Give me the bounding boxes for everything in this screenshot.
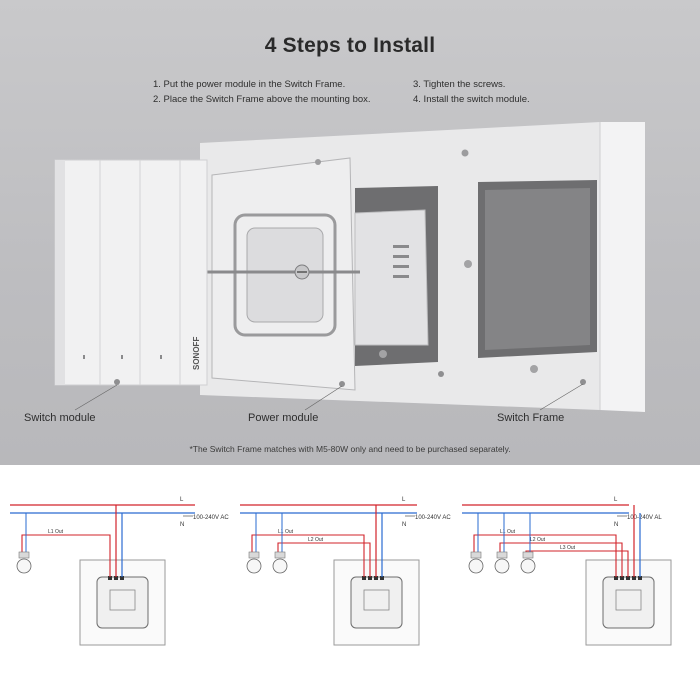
brand-logo: SONOFF — [192, 337, 201, 370]
bulb-icon — [520, 558, 536, 574]
terminal — [108, 576, 112, 580]
bulb-base — [470, 551, 482, 559]
compatibility-note: *The Switch Frame matches with M5-80W on… — [189, 444, 511, 454]
bulb-base — [248, 551, 260, 559]
supply-label: 100-240V AL — [627, 515, 662, 521]
output-label: L2 Out — [530, 537, 546, 543]
line-label: L — [180, 497, 184, 503]
wiring-diagram-3: L N 100-240V AL L1 Out L2 Out L3 Out — [462, 497, 672, 646]
device-core — [615, 589, 642, 611]
wiring-diagram-2: L N 100-240V AC L1 Out L2 Out — [240, 497, 451, 646]
output-wire — [21, 534, 111, 577]
supply-label: 100-240V AC — [193, 515, 229, 521]
bulb-base — [522, 551, 534, 559]
bulb-icon — [468, 558, 484, 574]
step-2: 2. Place the Switch Frame above the moun… — [153, 94, 371, 105]
switch-frame-leader — [539, 383, 584, 411]
power-module — [354, 209, 429, 346]
output-wire — [525, 550, 629, 577]
switch-module-label: Switch module — [24, 412, 96, 424]
output-wire — [277, 542, 371, 577]
device-body — [602, 576, 655, 629]
terminal — [114, 576, 118, 580]
switch-module — [54, 159, 208, 386]
bulb-base — [274, 551, 286, 559]
output-label: L1 Out — [48, 529, 64, 535]
output-label: L1 Out — [278, 529, 294, 535]
step-1: 1. Put the power module in the Switch Fr… — [153, 79, 346, 90]
switch-frame-label: Switch Frame — [497, 412, 565, 424]
terminal — [614, 576, 618, 580]
mounting-plate — [205, 157, 360, 391]
device-body — [350, 576, 403, 629]
terminal — [362, 576, 366, 580]
bulb-icon — [494, 558, 510, 574]
output-wire — [473, 534, 617, 577]
page-title: 4 Steps to Install — [264, 34, 436, 57]
supply-label: 100-240V AC — [415, 515, 451, 521]
output-wire — [251, 534, 365, 577]
wiring-diagrams: L N 100-240V AC L1 Out L N 100-240V AC L1 OutL2… — [10, 497, 672, 646]
terminal — [620, 576, 624, 580]
step-3: 3. Tighten the screws. — [413, 79, 506, 90]
line-label: L — [614, 497, 618, 503]
power-module-label: Power module — [248, 412, 319, 424]
step-4: 4. Install the switch module. — [413, 94, 530, 105]
wiring-diagram-1: L N 100-240V AC L1 Out — [10, 497, 229, 646]
terminal — [626, 576, 630, 580]
device-core — [109, 589, 136, 611]
bulb-icon — [272, 558, 288, 574]
terminal — [380, 576, 384, 580]
bulb-icon — [246, 558, 262, 574]
install-illustration: SONOFF — [54, 122, 645, 412]
terminal — [120, 576, 124, 580]
terminal — [632, 576, 636, 580]
output-label: L1 Out — [500, 529, 516, 535]
line-label: L — [402, 497, 406, 503]
bulb-icon — [16, 558, 32, 574]
device-body — [96, 576, 149, 629]
switch-module-leader — [74, 384, 118, 411]
neutral-label: N — [614, 522, 618, 528]
neutral-label: N — [402, 522, 406, 528]
output-label: L3 Out — [560, 545, 576, 551]
power-module-leader — [304, 385, 343, 411]
neutral-label: N — [180, 522, 184, 528]
bulb-base — [18, 551, 30, 559]
terminal — [638, 576, 642, 580]
bulb-base — [496, 551, 508, 559]
device-core — [363, 589, 390, 611]
output-wire — [499, 542, 623, 577]
terminal — [374, 576, 378, 580]
terminal — [368, 576, 372, 580]
output-label: L2 Out — [308, 537, 324, 543]
